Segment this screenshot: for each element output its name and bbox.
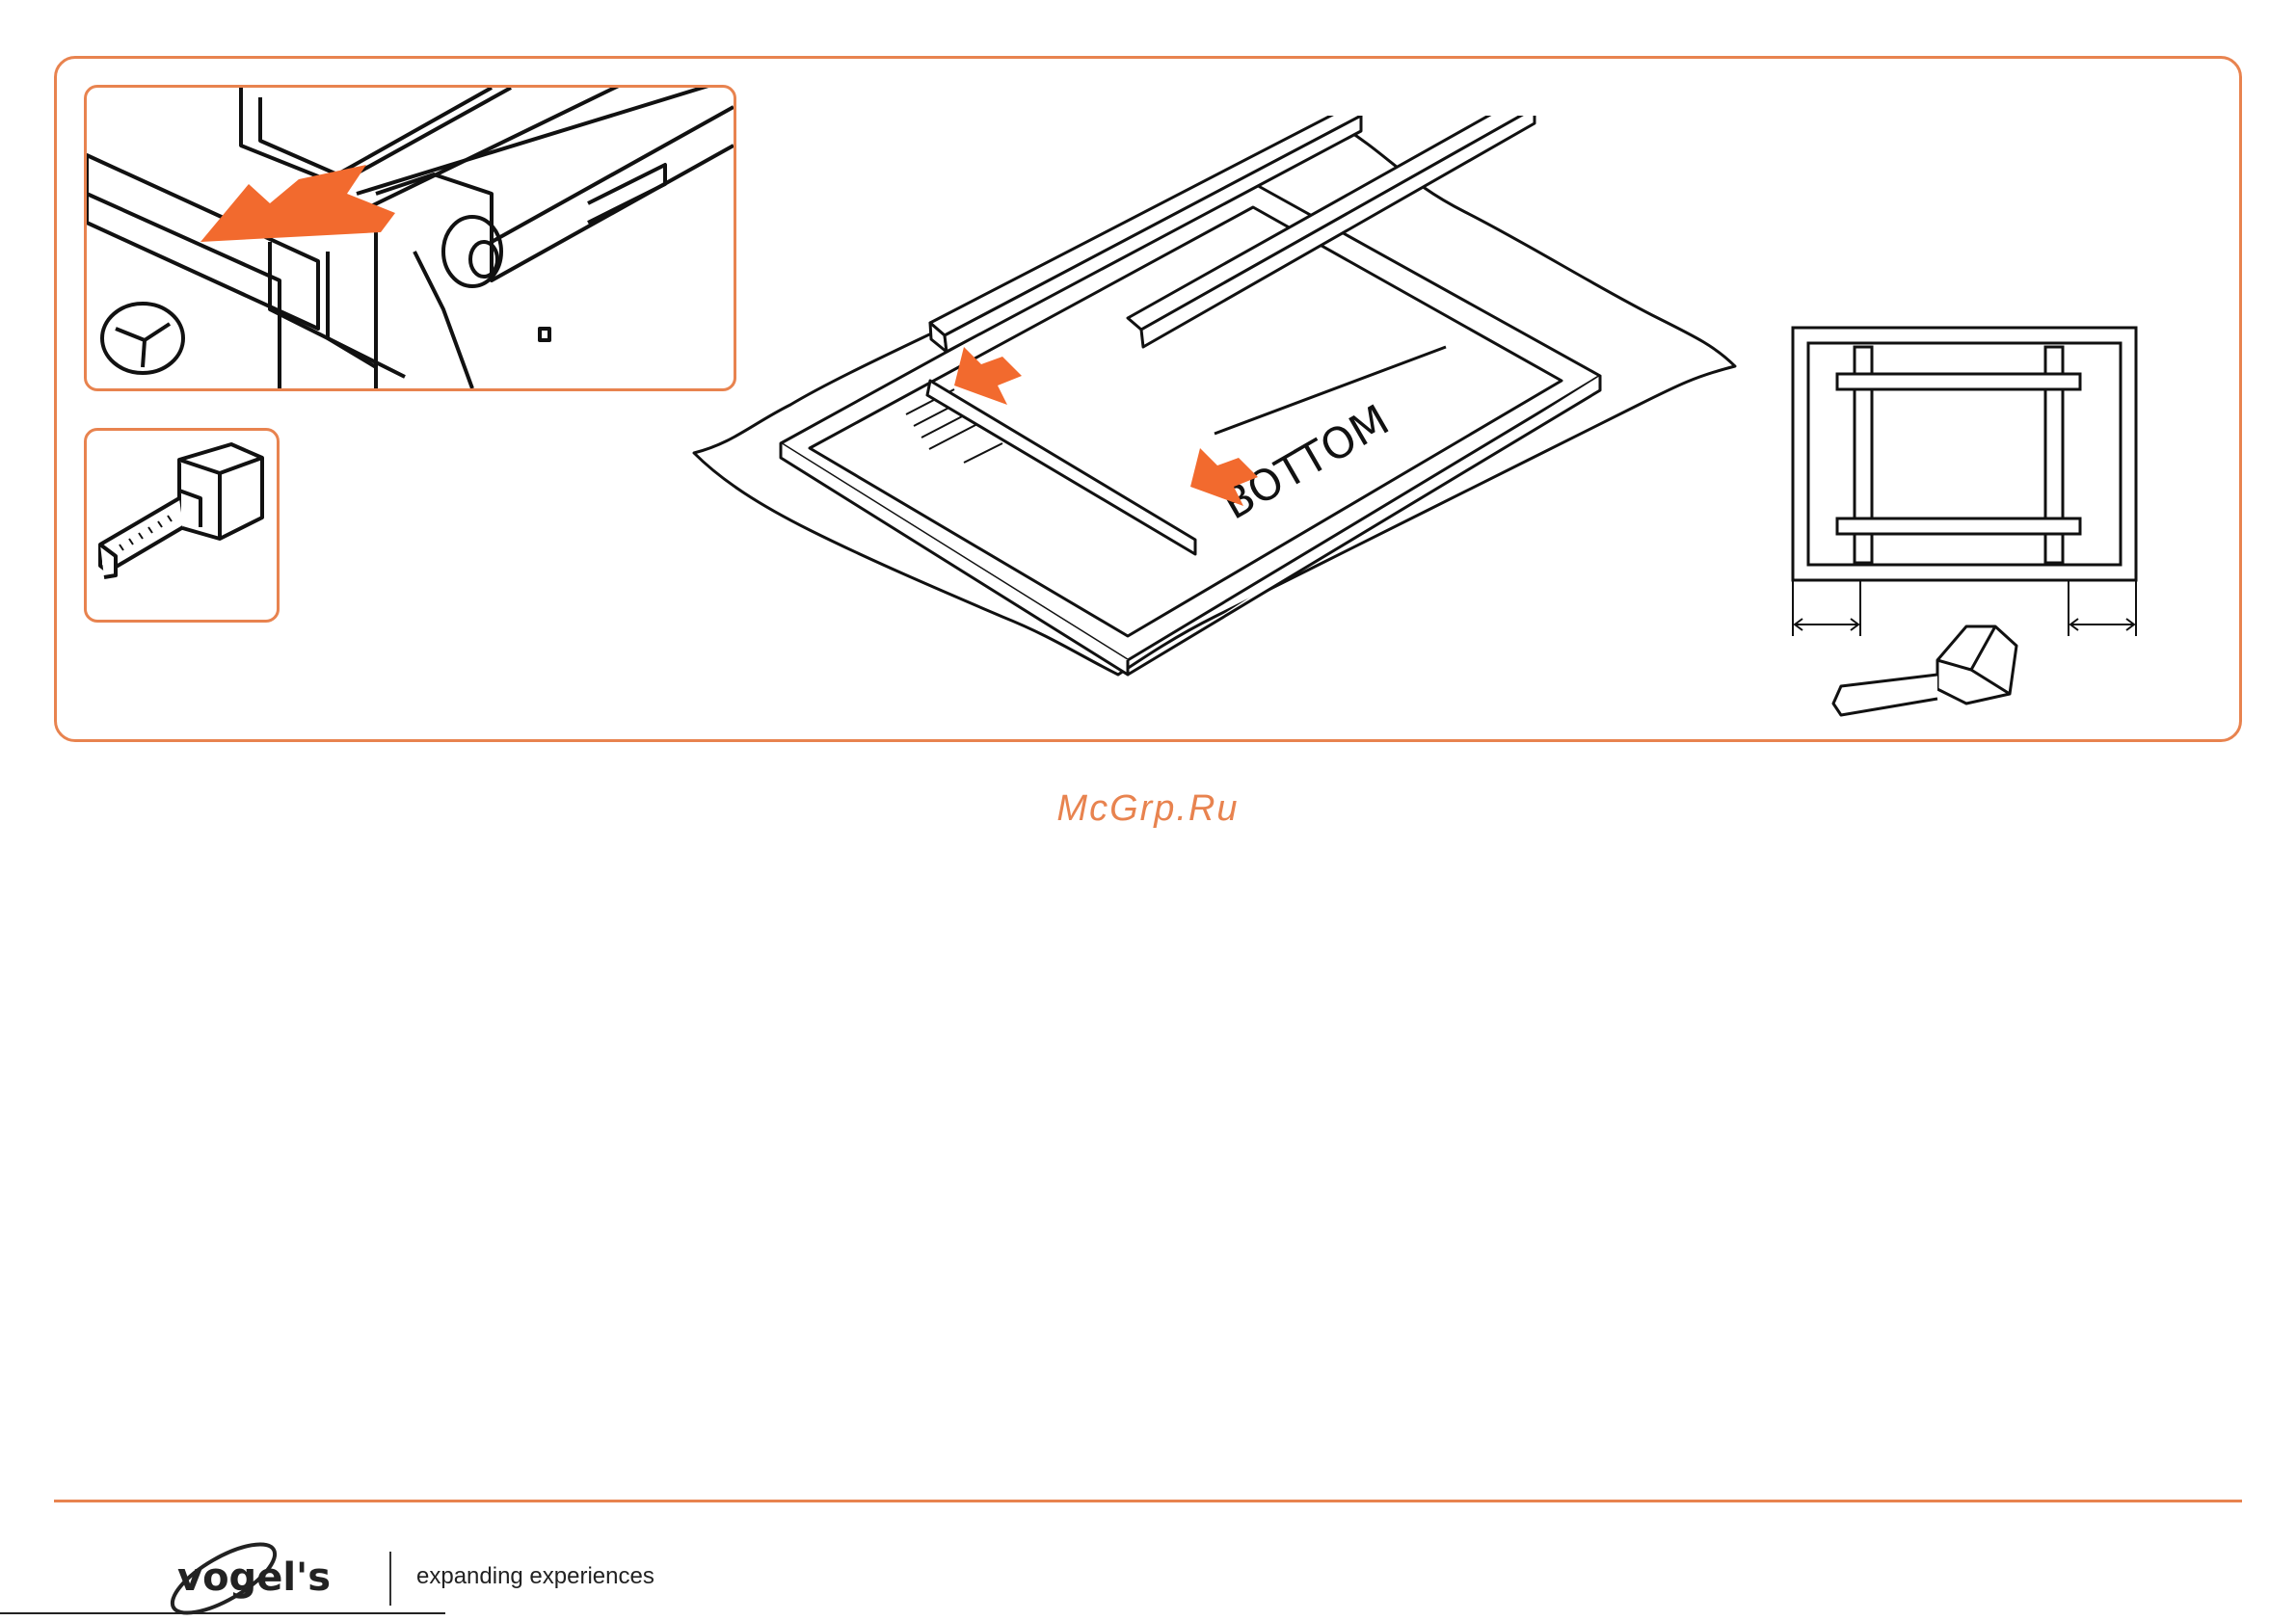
footer-divider xyxy=(54,1500,2242,1502)
tv-back-mount-illustration: BOTTOM xyxy=(675,116,1754,732)
detail-zoom-panel xyxy=(84,85,736,391)
bracket-detail-illustration xyxy=(87,88,734,388)
tv-front-measure-illustration xyxy=(1764,318,2149,732)
vogels-logo: vogel's xyxy=(156,1534,387,1621)
tape-measure-icon xyxy=(1833,626,2016,715)
brand-name: vogel's xyxy=(177,1555,331,1600)
slide-arrow-icon xyxy=(200,165,395,242)
watermark: McGrp.Ru xyxy=(0,788,2296,830)
brand-separator xyxy=(389,1552,391,1606)
tape-measure-icon xyxy=(87,431,277,620)
brand-tagline: expanding experiences xyxy=(416,1563,654,1590)
tape-measure-panel xyxy=(84,428,280,623)
page-edge-line xyxy=(0,1612,445,1614)
